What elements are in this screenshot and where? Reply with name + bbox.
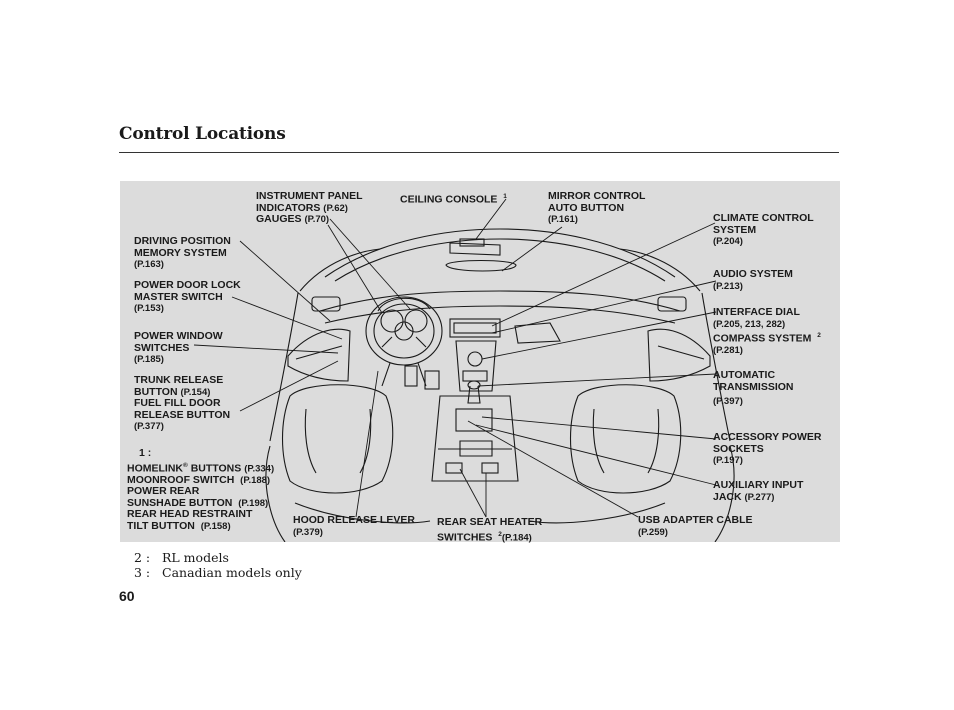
climate-control-label: CLIMATE CONTROL SYSTEM (P.204) [713,212,814,247]
mirror-control-label: MIRROR CONTROL AUTO BUTTON (P.161) [548,190,646,225]
page-number: 60 [119,588,135,604]
trunk-release-label: TRUNK RELEASE BUTTON (P.154) FUEL FILL D… [134,374,231,432]
usb-adapter-label: USB ADAPTER CABLE (P.259) [638,514,753,538]
footnote-3: 3 :Canadian models only [134,564,302,580]
title-divider [119,152,839,153]
footnotes: 2 :RL models 3 :Canadian models only [134,550,302,580]
power-window-label: POWER WINDOW SWITCHES (P.185) [134,330,223,365]
driving-position-label: DRIVING POSITION MEMORY SYSTEM (P.163) [134,235,231,270]
audio-system-label: AUDIO SYSTEM (P.213) [713,268,793,292]
power-door-lock-label: POWER DOOR LOCK MASTER SWITCH (P.153) [134,279,241,314]
accessory-power-label: ACCESSORY POWER SOCKETS (P.197) [713,431,822,466]
page-title: Control Locations [119,124,286,144]
auxiliary-input-label: AUXILIARY INPUT JACK (P.277) [713,479,804,503]
control-locations-figure: INSTRUMENT PANEL INDICATORS (P.62) GAUGE… [120,181,840,543]
automatic-transmission-label: AUTOMATIC TRANSMISSION (P.397) [713,369,794,407]
car-interior-illustration [193,198,735,542]
rear-seat-heater-label: REAR SEAT HEATER SWITCHES 2(P.184) [437,516,543,543]
footnote-2: 2 :RL models [134,550,229,565]
instrument-panel-label: INSTRUMENT PANEL INDICATORS (P.62) GAUGE… [256,190,363,225]
group-1-labels: 1 : HOMELINK® BUTTONS (P.334) MOONROOF S… [127,447,275,532]
hood-release-label: HOOD RELEASE LEVER (P.379) [293,514,415,538]
ceiling-console-label: CEILING CONSOLE 1 [400,193,507,206]
interface-dial-label: INTERFACE DIAL (P.205, 213, 282) COMPASS… [713,306,821,356]
